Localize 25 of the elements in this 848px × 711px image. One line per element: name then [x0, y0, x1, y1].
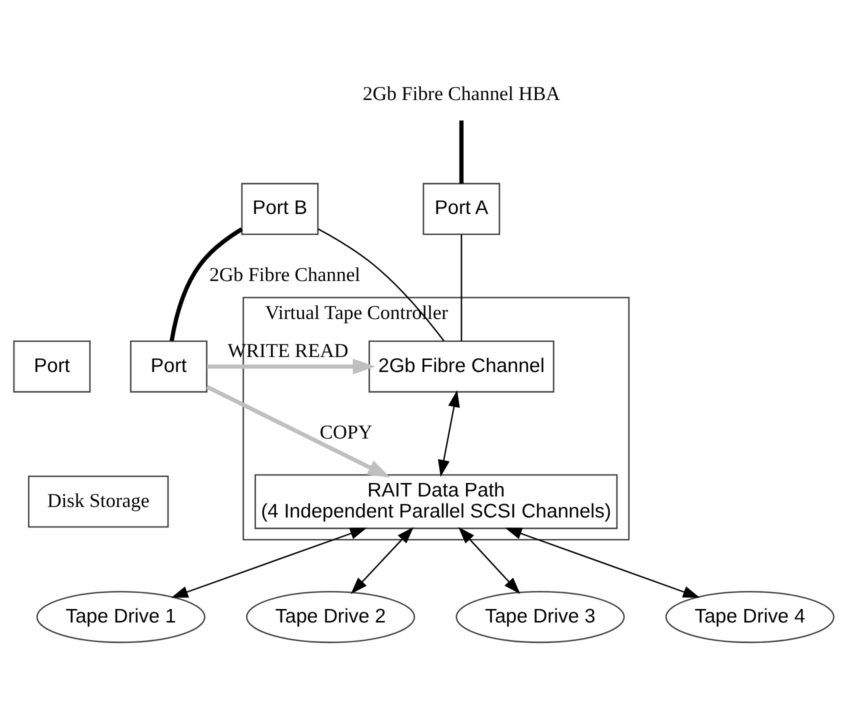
connector [170, 226, 243, 341]
node-box: 2Gb Fibre Channel [368, 340, 554, 392]
edge-label: COPY [320, 421, 372, 444]
connector [459, 120, 464, 183]
arrow [504, 527, 700, 598]
node-box: Port B [241, 182, 319, 234]
node-ellipse: Tape Drive 1 [36, 590, 206, 643]
arrow [438, 390, 460, 476]
node-box: Port A [422, 182, 500, 234]
connector [318, 228, 444, 341]
connector [460, 234, 462, 341]
arrow [206, 384, 390, 478]
node-box: Disk Storage [28, 475, 169, 528]
arrow [458, 526, 520, 594]
node-box: Port [13, 340, 91, 392]
node-text: 2Gb Fibre Channel HBA [362, 82, 560, 105]
node-ellipse: Tape Drive 2 [246, 590, 416, 643]
arrow [350, 526, 414, 594]
node-box: RAIT Data Path (4 Independent Parallel SCSI Channels) [254, 474, 618, 529]
node-ellipse: Tape Drive 4 [665, 590, 834, 643]
arrow [207, 358, 376, 374]
node-ellipse: Tape Drive 3 [456, 590, 625, 643]
edge-label: 2Gb Fibre Channel [209, 263, 360, 286]
node-box: Port [130, 340, 208, 392]
arrow [171, 527, 367, 598]
